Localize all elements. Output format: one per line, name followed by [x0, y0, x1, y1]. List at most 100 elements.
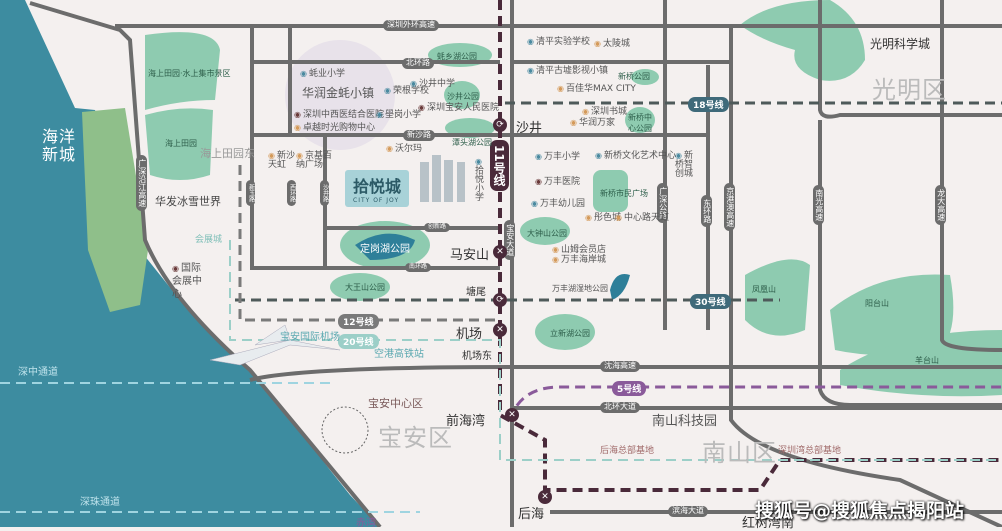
station-maanshan[interactable]: 马安山 [450, 248, 490, 263]
metro-line-5[interactable]: 5号线 [612, 381, 647, 396]
poi[interactable]: 蚝业小学 [300, 70, 345, 79]
poi[interactable]: 彤色城 [585, 214, 621, 223]
metro-station-icon: ✕ [505, 408, 519, 422]
metro-station-icon: ✕ [493, 245, 507, 259]
poi[interactable]: 中心路天虹 [615, 214, 669, 223]
watermark: 搜狐号@搜狐焦点揭阳站 [755, 500, 965, 522]
park-dawangshan [330, 273, 390, 301]
park-haishang-1 [145, 32, 220, 111]
poi[interactable]: 清平古墟影视小镇 [527, 67, 608, 76]
park-wanfeng-water [610, 274, 630, 300]
station-chiwan[interactable]: 赤湾 [356, 518, 376, 529]
interchange-icon: ⟳ [493, 118, 507, 132]
road-waihuan: 深圳外环高速 [383, 20, 439, 31]
poi[interactable]: 深圳宝安人民医院 [418, 104, 499, 113]
park-label: 凤凰山 [752, 285, 776, 294]
poi[interactable]: 卓越时光购物中心 [294, 124, 375, 133]
park-haishang-2 [145, 108, 213, 180]
park-label: 沙井公园 [447, 92, 479, 101]
label-guangming-sci: 光明科学城 [870, 37, 931, 51]
label-shenzhenwan-hq: 深圳湾总部基地 [778, 446, 842, 456]
park-xinqiao [631, 69, 659, 85]
poi[interactable]: 万丰海岸城 [552, 256, 606, 265]
road-shajing: 沙井路 [320, 180, 329, 206]
park-label: 新桥市民广场 [600, 189, 648, 198]
station-qianhaiwan[interactable]: 前海湾 [446, 414, 486, 429]
poi[interactable]: 沙井中学 [410, 80, 455, 89]
channel-shenzhong: 深中通道 [18, 367, 58, 378]
park-label: 新桥中心公园 [628, 113, 652, 133]
poi[interactable]: 壆岗小学 [376, 111, 421, 120]
poi[interactable]: 沃尔玛 [386, 145, 422, 154]
road-baoan: 宝安大道 [504, 220, 515, 260]
park-fenghuang [745, 259, 810, 336]
road-guangshen: 广深公路 [657, 183, 668, 223]
road-nanguang: 南光高速 [813, 185, 824, 225]
poi-huarun[interactable]: 华润金蚝小镇 [302, 86, 375, 100]
poi[interactable]: 国际会展中心 [172, 262, 204, 301]
ferris-wheel-icon [321, 406, 369, 454]
label-baoan-airport[interactable]: 宝安国际机场 [280, 332, 340, 343]
road-chuangxin: 创新路 [424, 223, 451, 232]
haiyang-xincheng-land [82, 108, 148, 312]
road-longda: 龙大高速 [935, 185, 946, 225]
park-label: 新桥公园 [618, 72, 650, 81]
metro-line-18[interactable]: 18号线 [688, 97, 729, 112]
project-name: 拾悦城 [353, 177, 402, 196]
station-houhai[interactable]: 后海 [518, 507, 545, 522]
airplane-icon [209, 324, 341, 366]
metro-line-11[interactable]: 11号线 [490, 140, 509, 191]
district-guangming: 光明区 [872, 76, 947, 104]
district-nanshan: 南山区 [702, 439, 777, 467]
poi[interactable]: 清平实验学校 [527, 38, 590, 47]
station-haishang-east[interactable]: 海上田园东 [200, 147, 255, 160]
park-label: 阳台山 [865, 299, 889, 308]
park-lixinhu [535, 314, 595, 350]
station-airport[interactable]: 机场 [456, 327, 483, 342]
poi[interactable]: 太陵城 [594, 40, 630, 49]
poi[interactable]: 京基百纳广场 [296, 152, 338, 170]
district-baoan: 宝安区 [378, 424, 453, 452]
metro-station-icon: ✕ [538, 490, 552, 504]
project-card[interactable]: 拾悦城 CITY OF JOY [345, 170, 410, 207]
park-label: 大王山公园 [345, 283, 385, 292]
metro-line-12[interactable]: 12号线 [338, 314, 379, 329]
station-airport-east[interactable]: 机场东 [462, 351, 492, 362]
poi[interactable]: 华润万家 [570, 119, 615, 128]
road-beihuan-dadao: 北环大道 [600, 402, 640, 413]
label-baoan-center: 宝安中心区 [368, 397, 423, 410]
poi[interactable]: 新沙天虹 [268, 152, 298, 170]
park-label: 潭头湖公园 [452, 138, 492, 147]
park-label: 海上田园·水上集市景区 [148, 69, 231, 78]
poi[interactable]: 深圳书城 [582, 108, 627, 117]
park-yangtai [830, 274, 954, 355]
station-tangwei[interactable]: 塘尾 [466, 287, 486, 298]
station-shajing[interactable]: 沙井 [516, 121, 543, 136]
project-towers-icon [420, 155, 465, 202]
station-konggang-hsr[interactable]: 空港高铁站 [374, 349, 424, 360]
poi[interactable]: 万丰幼儿园 [531, 200, 585, 209]
metro-line-20[interactable]: 20号线 [338, 334, 379, 349]
metro-line-30[interactable]: 30号线 [690, 294, 731, 309]
station-huizhancheng[interactable]: 会展城 [195, 235, 223, 245]
poi[interactable]: 百佳华MAX CITY [557, 85, 636, 94]
poi[interactable]: 深圳中西医结合医院 [294, 111, 384, 120]
poi[interactable]: 万丰医院 [535, 178, 580, 187]
road-nanhuan: 南环路 [405, 263, 432, 272]
park-label: 蚝乡湖公园 [437, 52, 477, 61]
poi[interactable]: 山姆会员店 [552, 246, 606, 255]
poi[interactable]: 拾悦小学 [475, 158, 487, 203]
poi[interactable]: 新桥智创城 [675, 152, 699, 179]
park-label: 大钟山公园 [527, 229, 567, 238]
poi[interactable]: 荣根学校 [384, 87, 429, 96]
poi[interactable]: 万丰小学 [535, 153, 580, 162]
label-houhai-hq: 后海总部基地 [600, 446, 655, 456]
road-yanjiang: 广深沿江高速 [136, 155, 147, 211]
label-nanshan-tech: 南山科技园 [652, 414, 718, 429]
poi-bingxue[interactable]: 华发冰雪世界 [155, 195, 221, 208]
poi[interactable]: 新桥文化艺术中心 [595, 152, 676, 161]
park-guangming [740, 0, 865, 81]
road-jinggangao: 京港澳高速 [724, 183, 735, 231]
